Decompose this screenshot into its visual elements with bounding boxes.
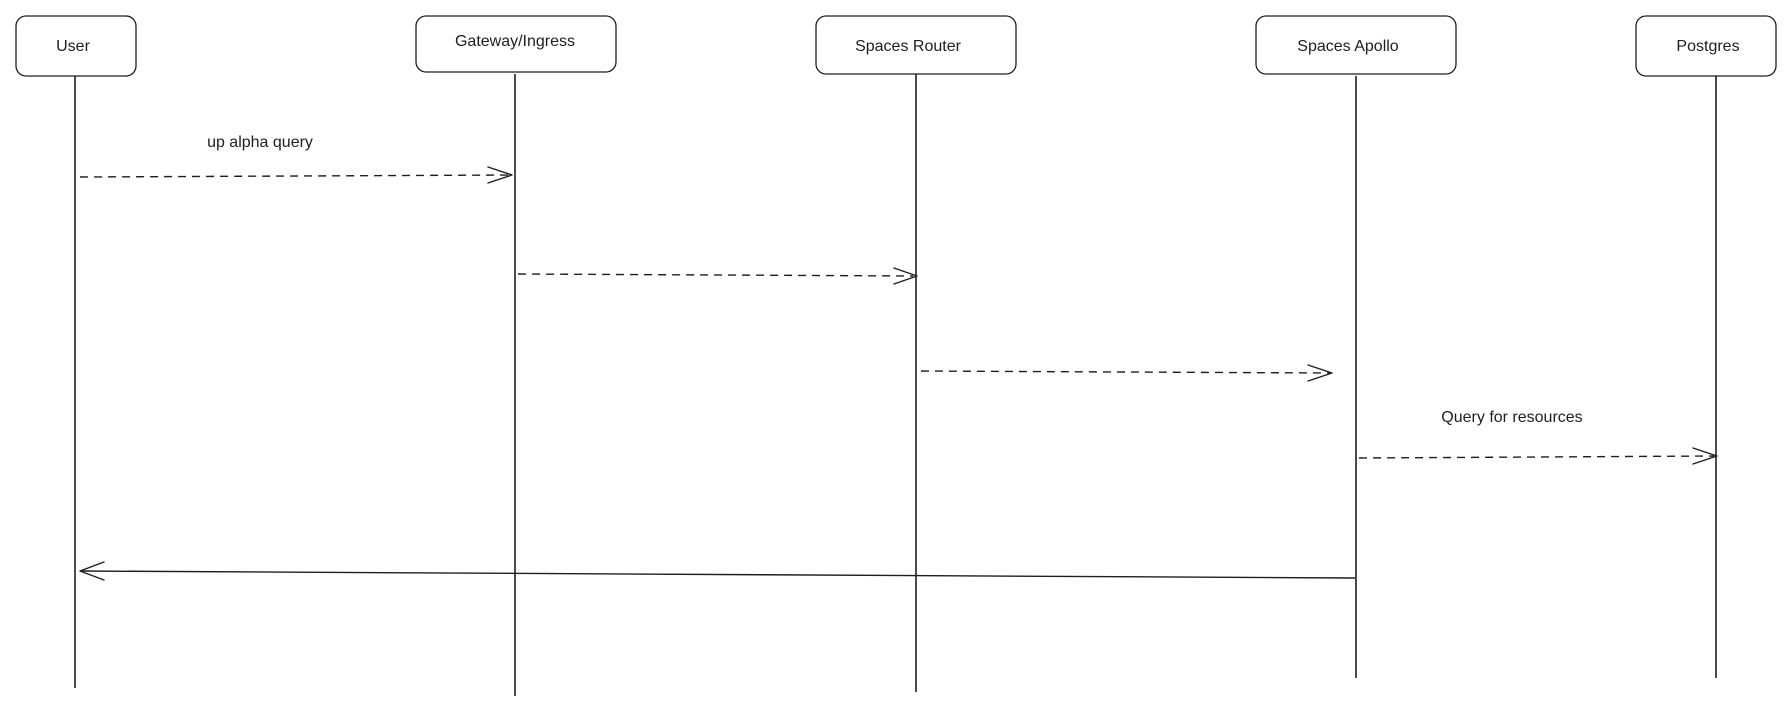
message-apollo-to-user[interactable] (79, 561, 1356, 581)
participant-apollo[interactable]: Spaces Apollo (1255, 15, 1457, 75)
participant-postgres-box (1635, 15, 1777, 77)
participant-postgres[interactable]: Postgres (1635, 15, 1777, 77)
arrowhead-right-icon (1692, 447, 1718, 465)
message-label-query-for-resources: Query for resources (1441, 409, 1582, 426)
message-line-dashed (1358, 455, 1715, 459)
participant-user-label: User (56, 38, 90, 55)
messages: up alpha query Query for resources (79, 134, 1718, 581)
message-line-solid (79, 570, 1356, 579)
message-label-up-alpha-query: up alpha query (207, 134, 313, 151)
message-user-to-gateway[interactable]: up alpha query (79, 134, 513, 184)
participant-user[interactable]: User (15, 15, 137, 77)
message-gateway-to-router[interactable] (517, 267, 918, 285)
participant-router-box (815, 15, 1017, 75)
participant-user-box (15, 15, 137, 77)
message-line-dashed (517, 273, 914, 277)
arrowhead-right-icon (487, 166, 513, 184)
participant-gateway-label: Gateway/Ingress (455, 33, 575, 50)
message-line-dashed (920, 370, 1331, 374)
message-apollo-to-postgres[interactable]: Query for resources (1358, 409, 1718, 465)
participant-postgres-label: Postgres (1676, 38, 1739, 55)
participant-apollo-box (1255, 15, 1457, 75)
lifelines (74, 74, 1717, 696)
participant-apollo-label: Spaces Apollo (1297, 38, 1399, 55)
participant-router-label: Spaces Router (855, 38, 962, 55)
arrowhead-left-icon (79, 561, 105, 581)
participant-gateway-box (415, 15, 617, 73)
participant-router[interactable]: Spaces Router (815, 15, 1017, 75)
participant-gateway[interactable]: Gateway/Ingress (415, 15, 617, 73)
arrowhead-right-icon (1307, 364, 1333, 382)
participants: User Gateway/Ingress Spaces Router Space… (15, 15, 1777, 77)
message-line-dashed (79, 174, 512, 178)
arrowhead-right-icon (893, 267, 918, 285)
message-router-to-apollo[interactable] (920, 364, 1333, 382)
